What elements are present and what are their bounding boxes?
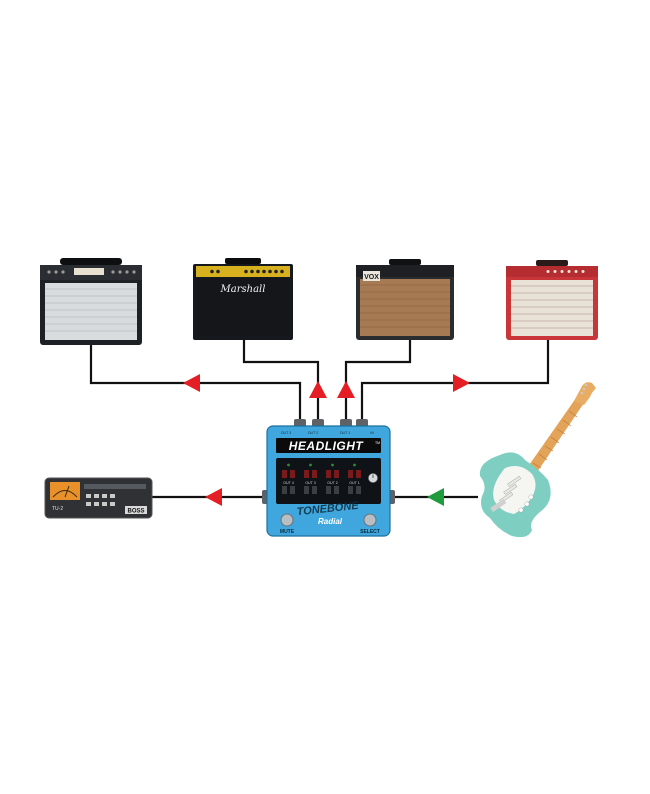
- guitar-headstock: [574, 382, 596, 405]
- tuner-model: TU-2: [52, 506, 63, 512]
- headlight-pedal: OUT 3 OUT 2 OUT 1 IN HEADLIGHT TM: [262, 419, 395, 537]
- arrow-to-amp1: [183, 374, 200, 392]
- arrows: [183, 374, 470, 506]
- amp-red-grille: [511, 280, 593, 336]
- pedal-channel-label-3: OUT 2: [327, 481, 338, 485]
- pedal-name-banner: [276, 438, 381, 453]
- pedal-control-panel: [276, 458, 381, 504]
- arrow-to-amp3: [337, 381, 355, 398]
- pedal-jack-label-3: OUT 1: [340, 431, 351, 435]
- tuner-brand: BOSS: [127, 509, 144, 515]
- amp-marshall-logo: Marshall: [220, 284, 266, 295]
- pedal-brand: Radial: [318, 517, 343, 526]
- pedal-switch-label-mute: MUTE: [280, 529, 295, 535]
- arrow-to-amp4: [453, 374, 470, 392]
- electric-guitar: [479, 382, 596, 538]
- amp-fender: [40, 258, 142, 345]
- pedal-jack-label-4: IN: [370, 431, 374, 435]
- pedal-jack-label-2: OUT 2: [308, 431, 319, 435]
- amp-marshall-grille: [197, 279, 289, 336]
- amp-fender-brand-plate: [74, 268, 104, 275]
- amp-marshall-panel: [196, 266, 290, 277]
- pedal-channel-label-1: OUT 4: [283, 481, 294, 485]
- pedal-channels: OUT 4 OUT 3 OUT 2 OUT 1: [282, 463, 361, 494]
- amp-vox-grille: [360, 279, 450, 336]
- arrow-to-amp2: [309, 381, 327, 398]
- pedal-name: HEADLIGHT: [289, 439, 365, 453]
- pedal-trademark: TM: [375, 441, 380, 445]
- pedal-jack-label-1: OUT 3: [281, 431, 292, 435]
- pedal-footswitch-select: [363, 513, 377, 527]
- guitar-neck: [520, 398, 584, 484]
- amp-vox: VOX: [356, 259, 454, 340]
- amp-vox-logo: VOX: [364, 274, 379, 281]
- pedal-switch-label-select: SELECT: [360, 529, 380, 535]
- amp-red-combo: [506, 260, 598, 340]
- arrow-from-guitar: [427, 488, 444, 506]
- pedal-channel-label-4: OUT 1: [349, 481, 360, 485]
- amp-marshall: Marshall: [193, 258, 293, 340]
- pedal-channel-label-2: OUT 3: [305, 481, 316, 485]
- arrow-to-tuner: [205, 488, 222, 506]
- tuner: TU-2 BOSS: [44, 477, 153, 519]
- pedal-footswitch-mute: [280, 513, 294, 527]
